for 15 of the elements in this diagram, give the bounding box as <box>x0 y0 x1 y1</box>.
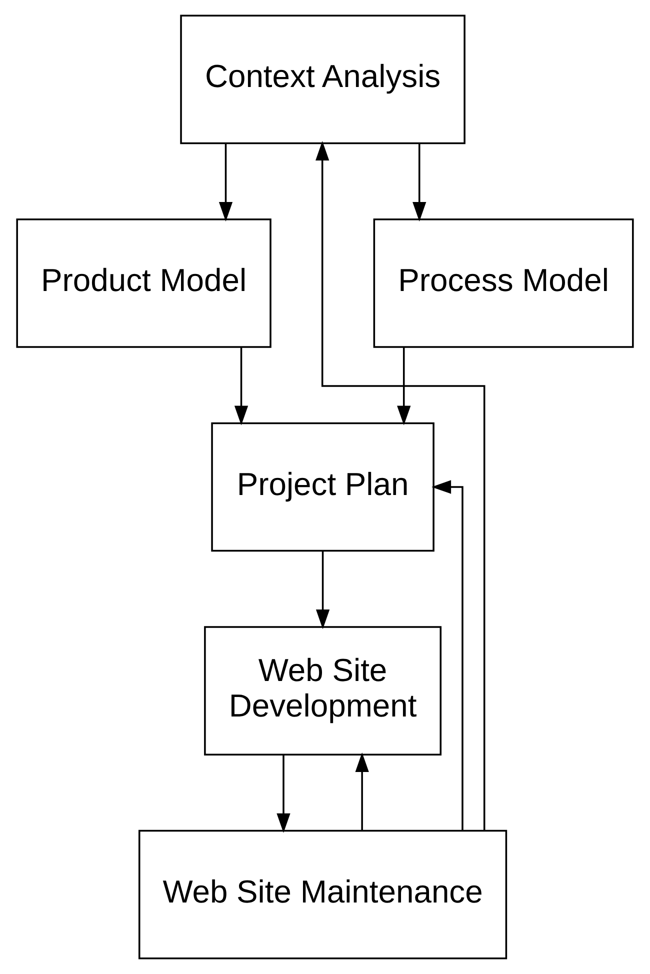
node-box: Web Site Maintenance <box>138 830 508 960</box>
arrow <box>316 141 486 831</box>
node-box: Process Model <box>373 218 634 348</box>
node-box: Project Plan <box>211 422 434 552</box>
arrow <box>397 347 411 426</box>
node-box: Web Site Development <box>204 626 442 756</box>
node-box: Product Model <box>16 218 272 348</box>
arrow <box>234 347 248 426</box>
arrow <box>276 754 290 833</box>
arrow <box>432 480 464 830</box>
arrow <box>355 752 369 831</box>
arrow <box>412 143 426 222</box>
arrow <box>316 550 330 630</box>
arrow <box>218 143 233 222</box>
node-box: Context Analysis <box>180 14 466 144</box>
